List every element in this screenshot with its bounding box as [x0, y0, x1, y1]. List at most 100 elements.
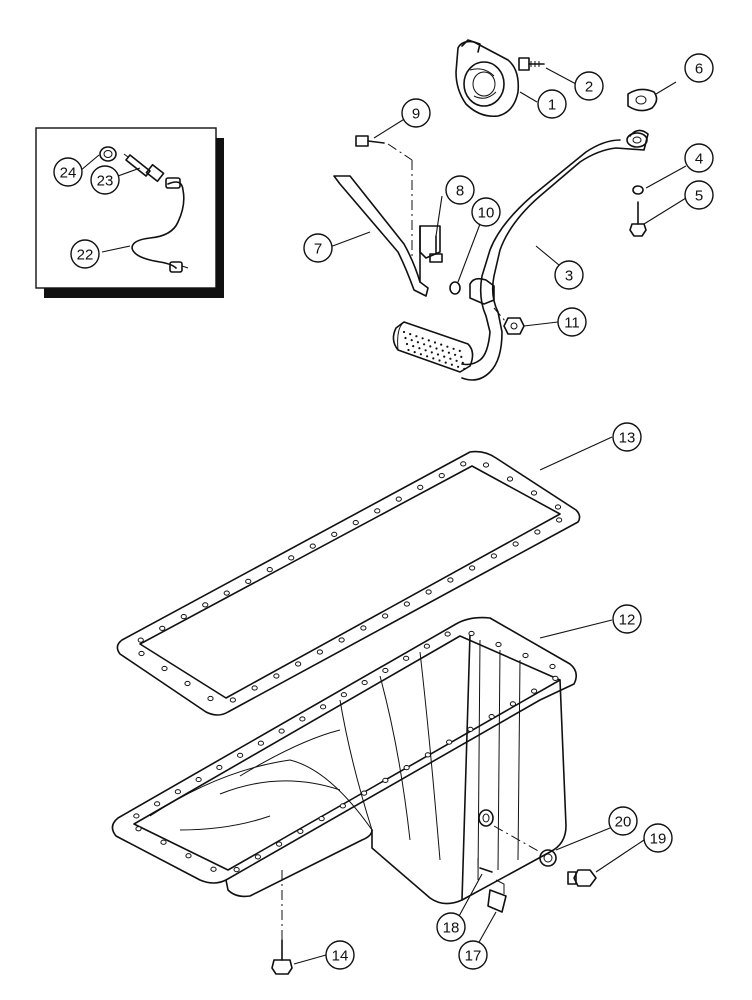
bolt-hole [495, 641, 502, 648]
callout-circle [612, 422, 642, 452]
mesh-dot [402, 330, 406, 334]
gasket-bolt-holes [137, 461, 563, 703]
bolt-hole [467, 726, 474, 732]
clamp-washer-part [449, 281, 461, 295]
mesh-dot [433, 341, 437, 344]
bolt-hole [361, 790, 368, 796]
bolt-hole [423, 643, 430, 649]
mesh-dot [423, 343, 426, 346]
bolt-hole [403, 601, 410, 607]
bolt-hole [297, 828, 304, 834]
bolt-hole [340, 692, 347, 698]
bolt-hole [438, 473, 445, 479]
bolt-hole [460, 461, 467, 467]
bolt-hole [352, 520, 359, 526]
callout-number: 8 [456, 183, 464, 200]
flange-washer-part [632, 185, 644, 195]
bolt-hole [309, 543, 316, 549]
bolt-hole [339, 803, 346, 809]
bolt-hole [382, 613, 389, 619]
bolt-hole [374, 508, 381, 514]
mesh-dot [457, 365, 460, 368]
mesh-dot [424, 349, 427, 352]
callout-number: 5 [695, 188, 703, 205]
callout-6: 6 [684, 53, 714, 83]
bolt-hole [223, 590, 230, 596]
mesh-dot [458, 349, 461, 352]
mesh-dot [427, 339, 430, 342]
callout-circle [325, 940, 355, 970]
callout-number: 11 [564, 315, 580, 332]
mesh-dot [430, 351, 433, 354]
bolt-hole [207, 695, 214, 702]
pan-bolt-holes [133, 630, 559, 873]
callout-number: 20 [615, 814, 632, 831]
callout-number: 12 [619, 612, 636, 629]
callout-17: 17 [458, 940, 488, 970]
drain-washer-part [539, 849, 557, 867]
callout-number: 19 [650, 831, 667, 848]
callout-number: 6 [695, 61, 703, 78]
mesh-dot [421, 337, 424, 340]
bolt-hole [482, 462, 490, 468]
callout-circle [612, 604, 642, 634]
bolt-hole [295, 661, 302, 667]
bracket-bolt-part [429, 235, 443, 263]
inset-panel [35, 127, 224, 298]
bolt-hole [522, 652, 529, 659]
bolt-hole [316, 649, 323, 655]
bolt-hole [338, 637, 345, 643]
sensor-seal-part [479, 867, 493, 873]
bolt-hole [174, 789, 181, 795]
bolt-hole [512, 541, 519, 547]
mesh-dot [441, 349, 444, 352]
callout-circle [554, 260, 584, 290]
callout-circle [458, 940, 488, 970]
bolt-hole [133, 813, 140, 819]
callout-24: 24 [53, 157, 83, 187]
bolt-hole [331, 531, 338, 537]
callout-10: 10 [471, 197, 501, 227]
callout-number: 9 [412, 106, 420, 123]
mesh-dot [429, 345, 432, 348]
mesh-dot [446, 345, 449, 348]
bolt-hole [446, 739, 453, 745]
mesh-dot [407, 348, 410, 352]
bolt-hole [490, 553, 497, 559]
bolt-hole [276, 841, 283, 847]
bolt-hole [403, 765, 410, 771]
mesh-dot [454, 353, 457, 356]
mesh-dot [452, 347, 455, 350]
callout-2: 2 [574, 71, 604, 101]
callout-number: 14 [332, 948, 349, 965]
bolt-hole [488, 714, 495, 720]
bolt-hole [549, 663, 556, 670]
callout-13: 13 [612, 422, 642, 452]
bolt-hole [425, 589, 432, 595]
mesh-dot [450, 363, 453, 366]
bolt-hole [534, 529, 541, 535]
mesh-dot [426, 355, 429, 358]
bolt-hole [469, 565, 476, 571]
bolt-hole [135, 826, 142, 832]
bolt-hole [229, 697, 236, 703]
bolt-hole [361, 679, 368, 686]
callout-number: 10 [478, 205, 495, 222]
callout-circle [537, 89, 567, 119]
tube-clamp-part [469, 277, 495, 305]
callout-3: 3 [554, 260, 584, 290]
wiring-harness-part [131, 177, 189, 273]
bolt-hole [360, 625, 367, 631]
bolt-hole [184, 680, 191, 687]
bolt-hole [320, 704, 327, 710]
mesh-dot [455, 359, 458, 362]
bolt-hole [138, 650, 145, 657]
bolt-hole [202, 602, 209, 608]
bolt-hole [417, 484, 424, 490]
callout-14: 14 [325, 940, 355, 970]
bolt-hole [185, 853, 192, 859]
callout-circle [643, 823, 673, 853]
inset-frame [35, 127, 217, 289]
drain-plug-part [567, 869, 597, 887]
bolt-hole [266, 567, 273, 573]
